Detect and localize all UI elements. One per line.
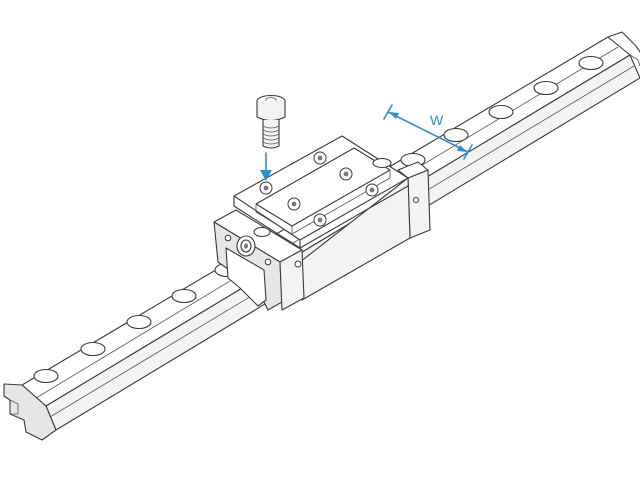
rear-end-seal (407, 169, 431, 239)
grease-nipple-inner (240, 239, 252, 253)
arrow-down-icon (260, 152, 272, 181)
tapped-hole-core (343, 171, 349, 177)
screw-shank (262, 119, 280, 149)
rail-far-end (607, 31, 640, 53)
rail-hole (488, 104, 514, 120)
dimension-label: W (430, 112, 444, 128)
end-seal (225, 247, 267, 307)
tapped-hole-core (317, 217, 323, 223)
rail-hole (443, 127, 469, 143)
dimension-arrow-right (457, 145, 467, 152)
dimension-tick-right (463, 144, 473, 160)
end-plate-screw (224, 234, 232, 242)
tapped-hole-core (317, 155, 323, 161)
end-plate-screw (413, 197, 419, 203)
rail-hole (533, 80, 559, 96)
rail-hole (578, 55, 604, 71)
cap-screw-icon (256, 94, 286, 149)
rail-end-notch (9, 399, 19, 415)
rail-hole (33, 368, 59, 384)
dimension-tick-left (383, 104, 393, 120)
screw-thread (262, 125, 280, 145)
end-plate-screw (294, 260, 302, 268)
tapped-hole-core (263, 185, 269, 191)
dimension-arrow-left (389, 112, 399, 119)
end-seal-top-hole (372, 157, 392, 169)
tapped-hole-core (291, 201, 297, 207)
end-plate-screw (264, 258, 272, 266)
end-plate-top-hole (253, 226, 271, 238)
rail-hole (126, 314, 152, 330)
screw-head-side (256, 100, 286, 122)
rail-end-profile (3, 383, 57, 441)
rail-far-end-notch (629, 54, 640, 67)
carriage-block (213, 135, 431, 311)
tapped-hole-core (369, 187, 375, 193)
dimension-line (387, 111, 469, 153)
width-dimension: W (383, 104, 473, 160)
block-edge (233, 185, 409, 249)
rail-hole (80, 341, 106, 357)
rail-hole (171, 288, 197, 304)
grease-nipple-core (244, 243, 248, 249)
grease-nipple (236, 235, 256, 257)
block-tapped-holes (259, 151, 379, 227)
